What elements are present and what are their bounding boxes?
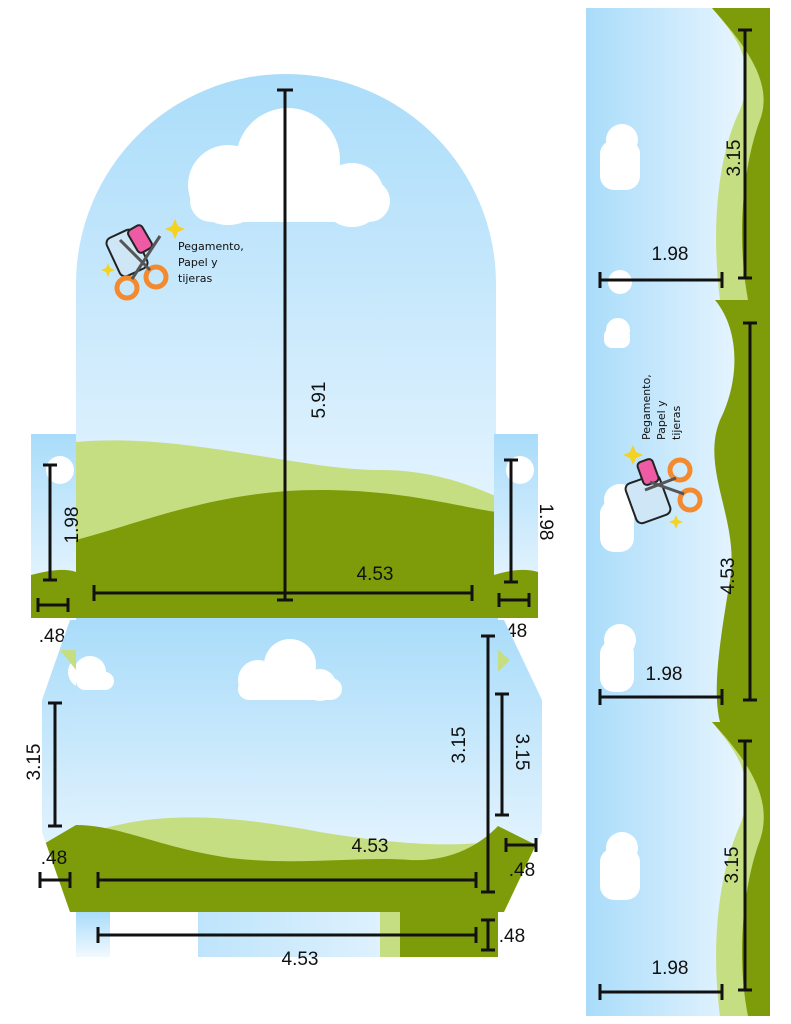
right-flap-gap-dimension	[504, 838, 538, 852]
scissors-glue-icon	[623, 445, 703, 529]
right-tab-height-label: 1.98	[535, 504, 556, 541]
side2-logo-line-1: Pegamento,	[640, 374, 653, 440]
side2-logo-line-2: Papel y	[655, 400, 668, 440]
front-height-label: 5.91	[309, 382, 330, 419]
bottom-strip-width-label: 4.53	[282, 949, 319, 970]
right-tab-height-dimension	[504, 458, 518, 584]
side2-logo: Pegamento, Papel y tijeras	[623, 374, 703, 529]
side1-width-label: 1.98	[652, 244, 689, 265]
logo-line-2: Papel y	[178, 256, 218, 269]
side2-height-dimension	[743, 321, 757, 702]
side-panel-3	[586, 722, 770, 1016]
brand-logo: Pegamento, Papel y tijeras	[101, 219, 244, 301]
base-width-label: 4.53	[352, 836, 389, 857]
side2-width-label: 1.98	[646, 664, 683, 685]
side3-height-label: 3.15	[722, 847, 743, 884]
hill-dark	[76, 825, 498, 912]
base-height-label: 3.15	[449, 727, 470, 764]
base-panel	[76, 618, 498, 912]
scissors-glue-icon	[101, 219, 185, 301]
front-width-label: 4.53	[357, 564, 394, 585]
right-tab-gap-dimension	[497, 593, 531, 607]
side2-width-dimension	[598, 689, 724, 705]
front-arch-panel	[76, 74, 496, 618]
right-flap-height-label: 3.15	[511, 734, 532, 771]
left-tab-gap-label: .48	[39, 626, 65, 647]
right-flap-height-dimension	[495, 692, 509, 817]
base-height-dimension	[481, 634, 495, 894]
side-panel-2	[586, 300, 770, 722]
bottom-strip-gap-label: .48	[499, 926, 525, 947]
cloud-shape	[76, 639, 342, 701]
side1-height-dimension	[738, 28, 752, 280]
left-tab-height-dimension	[43, 463, 57, 582]
right-tab-panel	[494, 434, 538, 618]
bottom-strip-gap-dimension	[481, 918, 495, 952]
right-flap-gap-label: .48	[509, 860, 535, 881]
side-panel-1	[586, 8, 770, 300]
left-tab-gap-dimension	[36, 598, 70, 612]
cloud-shape	[188, 108, 390, 227]
left-flap-gap-label: .48	[41, 848, 67, 869]
side2-height-label: 4.53	[718, 558, 739, 595]
left-flap-height-label: 3.15	[24, 744, 45, 781]
logo-line-1: Pegamento,	[178, 240, 244, 253]
side3-width-dimension	[598, 984, 724, 1000]
side1-height-label: 3.15	[724, 140, 745, 177]
logo-line-3: tijeras	[178, 272, 212, 285]
side3-height-dimension	[738, 739, 752, 992]
front-width-dimension	[92, 585, 474, 601]
left-flap-gap-dimension	[38, 872, 72, 888]
left-flap-height-dimension	[48, 701, 62, 828]
side3-width-label: 1.98	[652, 958, 689, 979]
front-height-dimension	[277, 88, 293, 602]
side2-logo-line-3: tijeras	[670, 406, 683, 440]
left-tab-height-label: 1.98	[62, 507, 83, 544]
base-width-dimension	[96, 872, 478, 888]
side1-width-dimension	[598, 272, 724, 288]
left-flap-panel	[42, 620, 76, 912]
bottom-strip-width-dimension	[96, 927, 478, 943]
